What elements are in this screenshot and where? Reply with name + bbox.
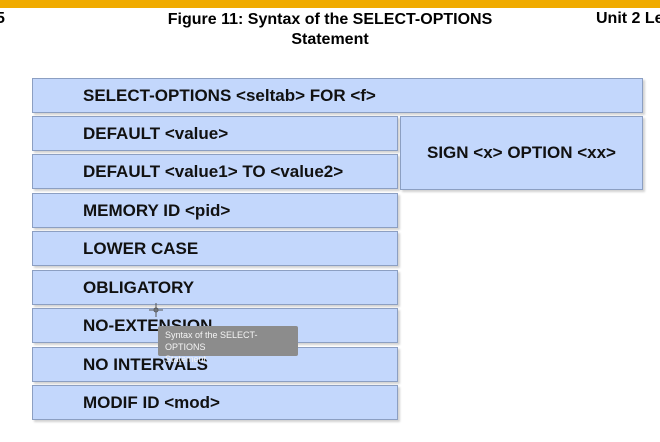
option-label: OBLIGATORY	[83, 277, 195, 297]
option-box-default-range: DEFAULT <value1> TO <value2>	[32, 154, 398, 189]
option-box-default-value: DEFAULT <value>	[32, 116, 398, 151]
page-number: 5	[0, 10, 5, 27]
option-label: MEMORY ID <pid>	[83, 200, 231, 220]
option-label: DEFAULT <value>	[83, 123, 229, 143]
select-options-statement-box: SELECT-OPTIONS <seltab> FOR <f>	[32, 78, 643, 113]
option-label: LOWER CASE	[83, 238, 199, 258]
option-box-obligatory: OBLIGATORY	[32, 270, 398, 305]
tooltip-line-2: Statement	[165, 354, 207, 364]
option-box-lower-case: LOWER CASE	[32, 231, 398, 266]
sign-option-label: SIGN <x> OPTION <xx>	[427, 143, 616, 162]
figure-caption: Figure 11: Syntax of the SELECT-OPTIONS …	[140, 10, 520, 50]
option-label: DEFAULT <value1> TO <value2>	[83, 161, 344, 181]
tooltip-line-1: Syntax of the SELECT-OPTIONS	[165, 330, 258, 352]
crosshair-cursor-icon	[149, 303, 163, 317]
option-box-memory-id: MEMORY ID <pid>	[32, 193, 398, 228]
caption-line-2: Statement	[291, 31, 369, 48]
caption-tooltip: Syntax of the SELECT-OPTIONS Statement	[158, 326, 298, 364]
caption-line-1: Figure 11: Syntax of the SELECT-OPTIONS	[167, 11, 493, 28]
sign-option-box: SIGN <x> OPTION <xx>	[400, 116, 643, 190]
select-options-statement-label: SELECT-OPTIONS <seltab> FOR <f>	[83, 85, 376, 105]
unit-header: Unit 2 Le	[596, 10, 660, 27]
top-accent-bar	[0, 0, 660, 8]
option-label: MODIF ID <mod>	[83, 392, 220, 412]
option-box-modif-id: MODIF ID <mod>	[32, 385, 398, 420]
option-label: NO INTERVALS	[83, 354, 208, 374]
